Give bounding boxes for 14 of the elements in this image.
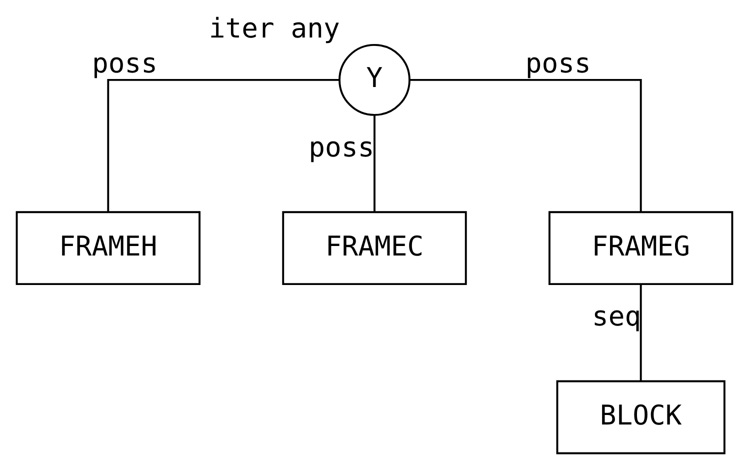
connector <box>374 116 376 212</box>
node-box: FRAMEC <box>282 211 467 286</box>
edge-label: seq <box>592 302 642 333</box>
edge-label: poss <box>525 48 591 80</box>
connector <box>640 284 642 382</box>
edge-label: poss <box>92 48 158 80</box>
edge-label: poss <box>308 132 374 164</box>
connector <box>107 78 340 212</box>
node-circle: Y <box>338 44 410 116</box>
node-box: FRAMEH <box>16 211 200 286</box>
node-box: BLOCK <box>556 380 726 454</box>
node-box: FRAMEG <box>548 211 734 286</box>
connector <box>410 78 642 212</box>
node-label: iter any <box>208 14 340 45</box>
